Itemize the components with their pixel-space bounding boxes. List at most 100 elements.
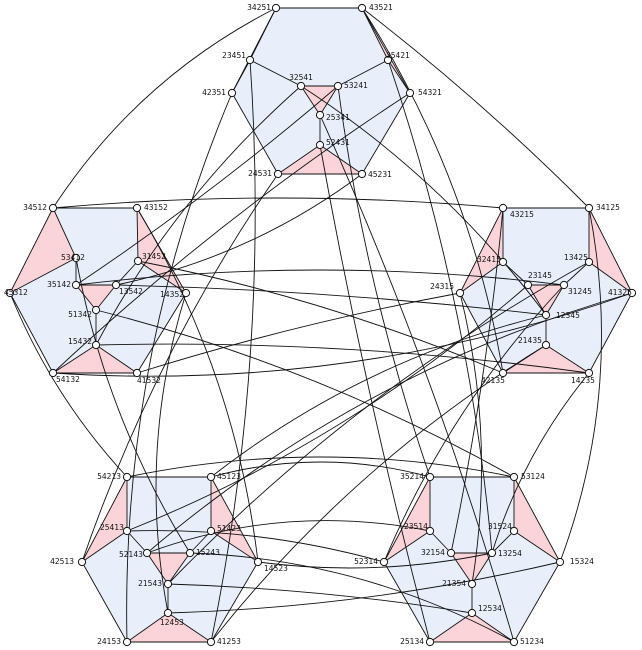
edge-13425-41325 xyxy=(588,261,633,294)
edge-25413-52143 xyxy=(126,530,148,554)
edge-21435-14235 xyxy=(545,344,590,374)
vertex-label: 54213 xyxy=(97,472,121,481)
edge-12345-45123 xyxy=(210,314,547,478)
edge-23145-25413 xyxy=(126,284,529,532)
edge-35142-51342 xyxy=(75,284,97,311)
edge-32541-15432 xyxy=(95,85,302,346)
edge-12453-24153 xyxy=(126,612,169,643)
edge-45312-54213 xyxy=(9,292,128,478)
vertex-label: 35214 xyxy=(400,472,424,481)
vertex-label: 42513 xyxy=(50,557,74,566)
vertex-label: 51234 xyxy=(520,637,544,646)
edge-51423-14523 xyxy=(210,530,259,563)
vertex-41532 xyxy=(132,368,142,378)
vertices xyxy=(5,3,637,647)
edge-45123-14523 xyxy=(210,476,259,563)
edge-43215-24315 xyxy=(459,207,504,294)
vertex-21543 xyxy=(163,579,173,589)
vertex-label: 35142 xyxy=(47,280,71,289)
vertex-label: 31524 xyxy=(488,522,512,531)
edge-35142-31245 xyxy=(75,269,565,286)
vertex-label: 32415 xyxy=(477,255,501,264)
vertex-34125 xyxy=(584,203,594,213)
edge-43152-14523 xyxy=(136,207,259,563)
vertex-24531 xyxy=(273,169,283,179)
vertex-21435 xyxy=(541,340,551,350)
vertex-12345 xyxy=(541,310,551,320)
edge-34512-43215 xyxy=(52,197,504,209)
vertex-53412 xyxy=(71,253,81,263)
edge-13542-51342 xyxy=(95,284,117,311)
edge-34512-45312 xyxy=(9,207,54,294)
vertex-label: 14352 xyxy=(160,290,184,299)
vertex-13254 xyxy=(487,548,497,558)
pink-triangle xyxy=(503,345,589,373)
vertex-label: 42135 xyxy=(481,376,505,385)
edge-53241-25341 xyxy=(319,85,339,116)
pink-triangle xyxy=(53,345,137,373)
vertex-42351 xyxy=(227,88,237,98)
vertex-label: 12534 xyxy=(478,604,502,613)
edge-41325-52143 xyxy=(146,292,633,554)
vertex-52314 xyxy=(379,557,389,567)
vertex-label: 45312 xyxy=(4,288,28,297)
vertex-label: 23514 xyxy=(404,522,428,531)
vertex-45231 xyxy=(357,169,367,179)
vertex-51342 xyxy=(91,305,101,315)
edge-15432-14235 xyxy=(95,343,590,374)
vertex-label: 53412 xyxy=(61,253,85,262)
edge-42351-24531 xyxy=(231,92,279,175)
edge-14523-13254 xyxy=(257,552,493,569)
edge-21435-41253 xyxy=(210,344,547,643)
vertex-label: 53124 xyxy=(521,472,545,481)
vertex-label: 21435 xyxy=(518,336,542,345)
vertex-25134 xyxy=(425,637,435,647)
vertex-label: 25341 xyxy=(326,113,350,122)
edge-51342-53124 xyxy=(95,309,515,478)
vertex-52431 xyxy=(315,140,325,150)
edge-23451-41253 xyxy=(210,59,256,643)
vertex-label: 24153 xyxy=(97,637,121,646)
vertex-label: 13254 xyxy=(498,549,522,558)
edge-53241-35214 xyxy=(337,85,431,478)
pink-triangle xyxy=(278,145,362,174)
edge-43521-35421 xyxy=(361,7,389,61)
edge-13425-31245 xyxy=(563,261,590,286)
vertex-label: 15243 xyxy=(196,548,220,557)
vertex-label: 12453 xyxy=(160,618,184,627)
edge-12453-15324 xyxy=(167,561,561,614)
edge-13542-12345 xyxy=(115,284,547,316)
edge-42351-24153 xyxy=(126,92,233,643)
vertex-31245 xyxy=(559,280,569,290)
edge-14352-41532 xyxy=(136,292,187,374)
edge-52431-25134 xyxy=(319,144,431,643)
vertex-label: 54321 xyxy=(418,88,442,97)
edge-52314-25134 xyxy=(383,561,431,643)
vertex-label: 51342 xyxy=(68,310,92,319)
pink-triangle xyxy=(127,613,211,642)
vertex-23451 xyxy=(245,55,255,65)
vertex-21354 xyxy=(467,579,477,589)
edge-12453-41253 xyxy=(167,612,212,643)
vertex-label: 31245 xyxy=(568,287,592,296)
edge-53412-15243 xyxy=(75,257,191,554)
vertex-label: 15324 xyxy=(570,557,594,566)
edge-23514-52314 xyxy=(383,530,431,563)
vertex-label: 54132 xyxy=(56,375,80,384)
edge-23514-32154 xyxy=(429,530,452,554)
vertex-label: 45123 xyxy=(217,472,241,481)
pink-triangle xyxy=(76,285,116,310)
vertex-25341 xyxy=(315,110,325,120)
pink-triangle xyxy=(147,553,190,584)
edge-23451-32541 xyxy=(249,59,302,87)
vertex-25413 xyxy=(122,526,132,536)
vertex-label: 21354 xyxy=(442,579,466,588)
edge-53124-15324 xyxy=(513,476,561,563)
vertex-label: 34251 xyxy=(247,3,271,12)
edge-52431-24531 xyxy=(277,144,321,175)
vertex-label: 43215 xyxy=(510,210,534,219)
vertex-label: 21543 xyxy=(138,579,162,588)
vertex-label: 51423 xyxy=(217,524,241,533)
edge-14235-13254 xyxy=(491,372,590,554)
